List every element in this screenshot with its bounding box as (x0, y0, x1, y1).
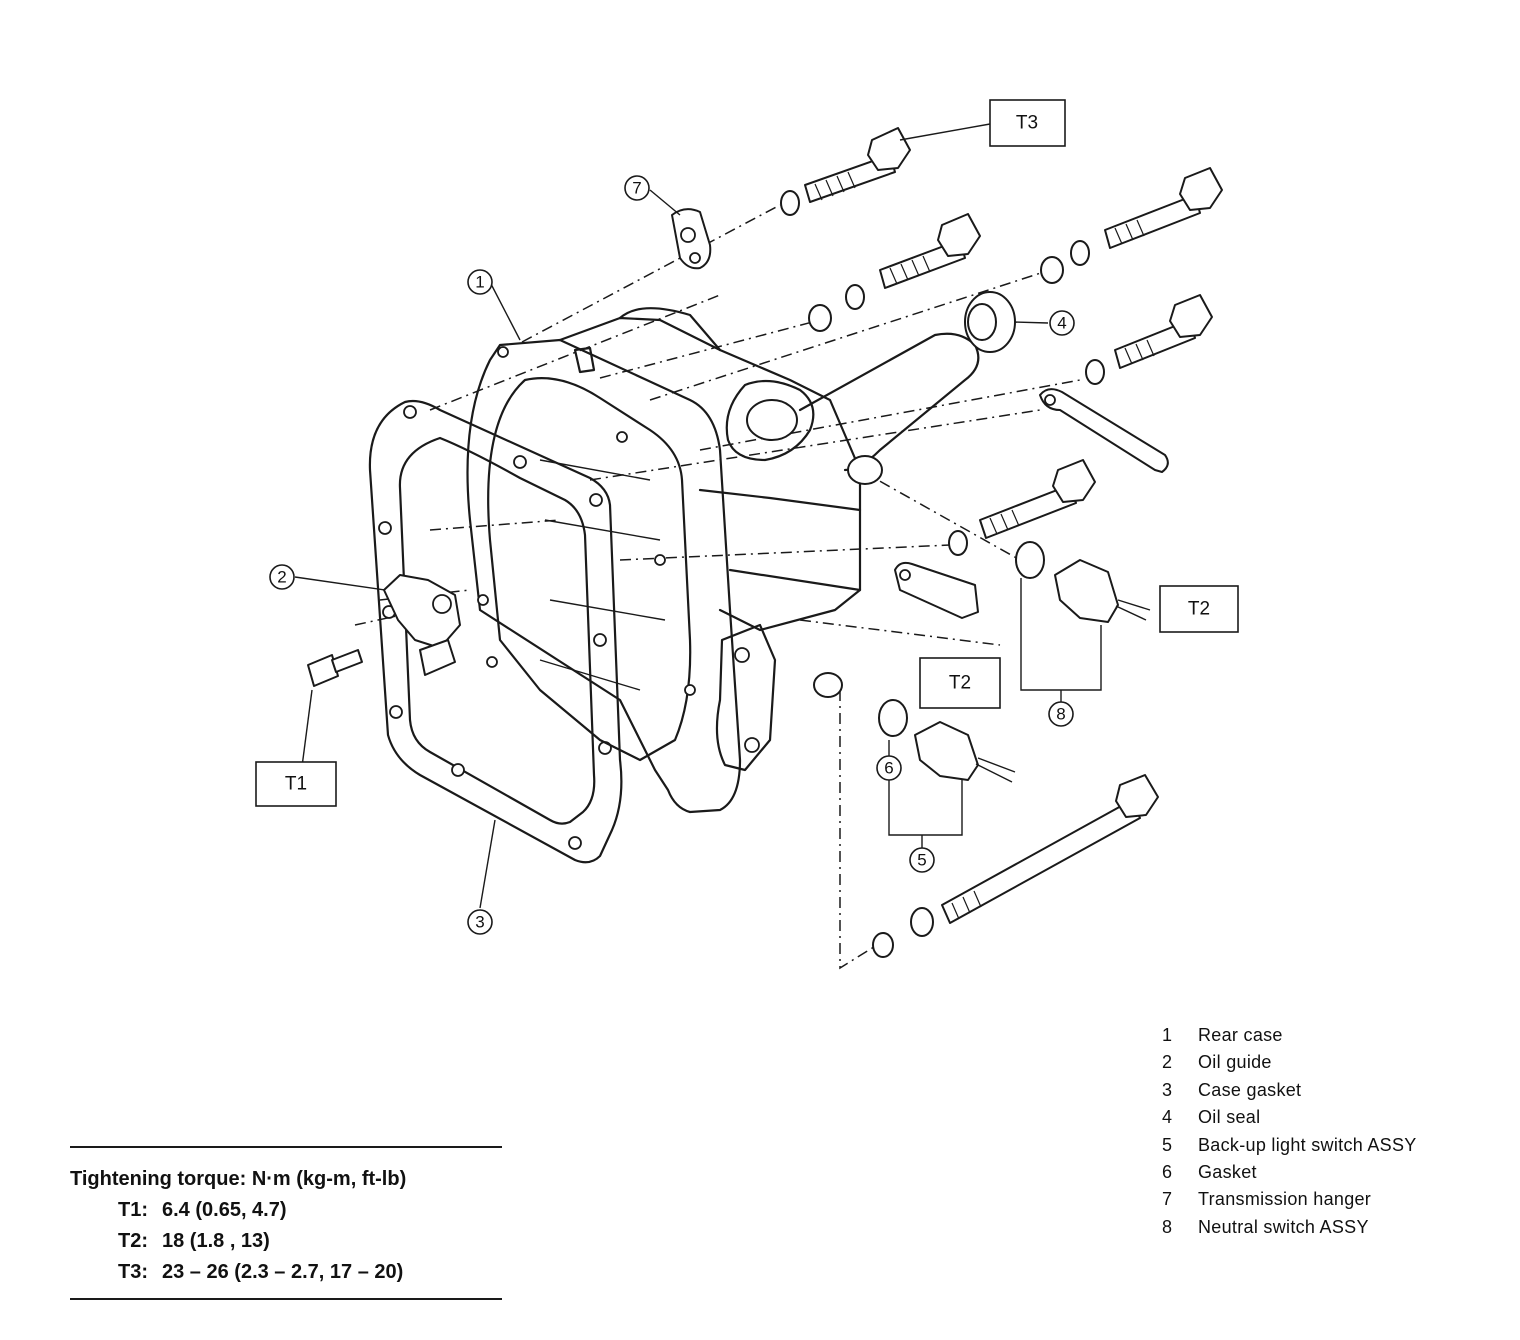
callout-4: 4 (1049, 310, 1075, 336)
svg-text:2: 2 (277, 568, 286, 587)
harness-strap (1039, 388, 1169, 473)
callout-7: 7 (624, 175, 650, 201)
rear-case (466, 307, 980, 814)
neutral-switch (1015, 541, 1151, 623)
case-gasket (368, 399, 623, 864)
svg-text:T2: T2 (1188, 599, 1210, 620)
t1-bolt (307, 649, 363, 687)
callout-2: 2 (269, 564, 295, 590)
callout-3: 3 (467, 909, 493, 935)
torque-spec-t2: T2:18 (1.8 , 13) (118, 1230, 270, 1252)
bolts (780, 127, 1223, 958)
oil-guide (383, 574, 461, 676)
torque-box-t3: T3 (989, 99, 1066, 147)
svg-text:3: 3 (475, 913, 484, 932)
callout-1: 1 (467, 269, 493, 295)
torque-heading: Tightening torque: N·m (kg-m, ft-lb) (70, 1168, 407, 1190)
leader-lines (294, 123, 1102, 909)
torque-spec-table: Tightening torque: N·m (kg-m, ft-lb) T1:… (70, 1146, 502, 1300)
torque-spec-t3: T3:23 – 26 (2.3 – 2.7, 17 – 20) (118, 1261, 404, 1283)
svg-text:7: 7 (632, 179, 641, 198)
svg-text:1: 1 (475, 273, 484, 292)
svg-text:T2: T2 (949, 673, 971, 694)
svg-text:8: 8 (1056, 705, 1065, 724)
svg-text:T1: T1 (285, 774, 307, 795)
torque-spec-t1: T1:6.4 (0.65, 4.7) (118, 1199, 287, 1221)
torque-box-t2-backup-switch: T2 (919, 657, 1001, 709)
transmission-hanger (671, 208, 712, 270)
oil-seal (964, 291, 1016, 353)
svg-text:6: 6 (884, 759, 893, 778)
clamp (894, 561, 979, 619)
svg-text:4: 4 (1057, 314, 1066, 333)
torque-box-t2-neutral-switch: T2 (1159, 585, 1239, 633)
backup-light-switch (878, 699, 1016, 783)
callout-8: 8 (1048, 701, 1074, 727)
svg-text:T3: T3 (1016, 113, 1038, 134)
callout-6: 6 (876, 755, 902, 781)
callout-5: 5 (909, 847, 935, 873)
svg-text:5: 5 (917, 851, 926, 870)
torque-box-t1: T1 (255, 761, 337, 807)
